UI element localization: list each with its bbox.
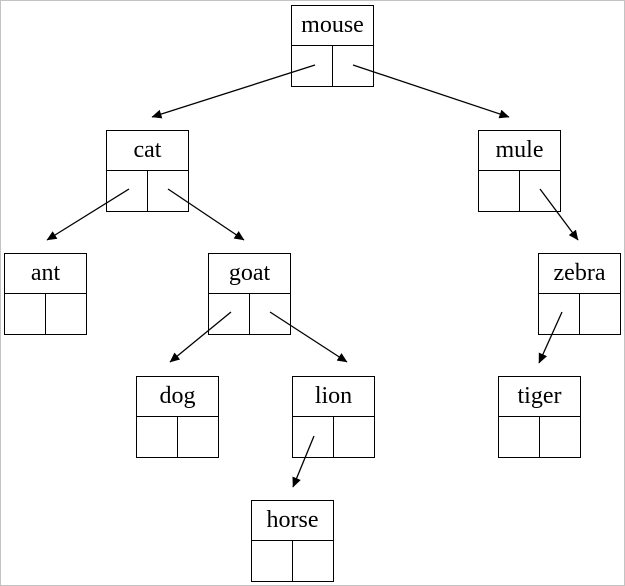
node-goat-pointers [209, 294, 290, 334]
right-pointer-cell [334, 417, 374, 457]
node-dog: dog [136, 376, 219, 458]
left-pointer-cell [252, 541, 293, 581]
node-cat-pointers [107, 171, 188, 211]
node-mouse-pointers [292, 46, 373, 86]
node-tiger: tiger [498, 376, 581, 458]
node-dog-pointers [137, 417, 218, 457]
node-dog-label: dog [137, 377, 218, 417]
node-goat-label: goat [209, 254, 290, 294]
node-lion: lion [292, 376, 375, 458]
arrow-mouse-right-to-mule [352, 64, 510, 119]
node-zebra-pointers [539, 294, 620, 334]
node-cat: cat [106, 130, 189, 212]
node-zebra: zebra [538, 253, 621, 335]
left-pointer-cell [499, 417, 540, 457]
right-pointer-cell [148, 171, 188, 211]
node-goat: goat [208, 253, 291, 335]
node-horse: horse [251, 500, 334, 582]
node-mule-pointers [479, 171, 560, 211]
right-pointer-cell [520, 171, 560, 211]
node-tiger-pointers [499, 417, 580, 457]
node-mule-label: mule [479, 131, 560, 171]
node-ant-label: ant [5, 254, 86, 294]
right-pointer-cell [178, 417, 218, 457]
node-ant: ant [4, 253, 87, 335]
right-pointer-cell [580, 294, 620, 334]
left-pointer-cell [137, 417, 178, 457]
right-pointer-cell [540, 417, 580, 457]
node-horse-label: horse [252, 501, 333, 541]
node-horse-pointers [252, 541, 333, 581]
node-lion-label: lion [293, 377, 374, 417]
left-pointer-cell [293, 417, 334, 457]
node-mule: mule [478, 130, 561, 212]
node-ant-pointers [5, 294, 86, 334]
node-zebra-label: zebra [539, 254, 620, 294]
left-pointer-cell [292, 46, 333, 86]
right-pointer-cell [333, 46, 373, 86]
node-mouse-label: mouse [292, 6, 373, 46]
right-pointer-cell [293, 541, 333, 581]
left-pointer-cell [107, 171, 148, 211]
node-cat-label: cat [107, 131, 188, 171]
left-pointer-cell [209, 294, 250, 334]
left-pointer-cell [479, 171, 520, 211]
left-pointer-cell [539, 294, 580, 334]
node-lion-pointers [293, 417, 374, 457]
node-tiger-label: tiger [499, 377, 580, 417]
left-pointer-cell [5, 294, 46, 334]
right-pointer-cell [250, 294, 290, 334]
node-mouse: mouse [291, 5, 374, 87]
right-pointer-cell [46, 294, 86, 334]
